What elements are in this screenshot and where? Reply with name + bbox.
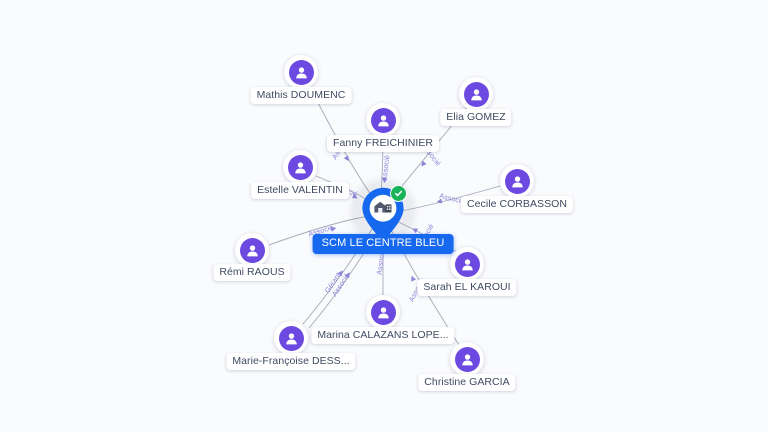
person-node-elia-gomez[interactable]: [459, 77, 493, 111]
person-node-remi-raous[interactable]: [235, 233, 269, 267]
person-node-fanny-freichinier[interactable]: [366, 103, 400, 137]
person-name-label-elia-gomez[interactable]: Elia GOMEZ: [440, 109, 512, 126]
edge-direction-arrow-icon: [338, 151, 357, 167]
person-avatar-icon: [239, 237, 265, 263]
person-node-mathis-doumenc[interactable]: [284, 55, 318, 89]
edge-relation-label: Associé: [379, 154, 392, 182]
person-avatar-icon: [288, 59, 314, 85]
company-name-label[interactable]: SCM LE CENTRE BLEU: [312, 234, 454, 254]
person-name-label-fanny-freichinier[interactable]: Fanny FREICHINIER: [326, 135, 440, 152]
edge-relation-label: Gérant: [322, 270, 343, 295]
person-avatar-icon: [454, 251, 480, 277]
edge-direction-arrow-icon: [414, 157, 432, 174]
person-avatar-icon: [454, 346, 480, 372]
person-avatar-icon: [287, 154, 313, 180]
edge-direction-arrow-icon: [331, 264, 350, 280]
person-avatar-icon: [370, 107, 396, 133]
person-avatar-icon: [463, 81, 489, 107]
person-name-label-marie-francoise-dess[interactable]: Marie-Françoise DESS...: [226, 353, 356, 370]
person-avatar-icon: [370, 299, 396, 325]
person-node-marie-francoise-dess[interactable]: [274, 321, 308, 355]
person-node-sarah-el-karoui[interactable]: [450, 247, 484, 281]
edge-direction-arrow-icon: [338, 266, 357, 281]
person-name-label-cecile-corbasson[interactable]: Cecile CORBASSON: [461, 196, 573, 213]
edge-relation-label: Associé: [329, 271, 352, 299]
person-name-label-christine-garcia[interactable]: Christine GARCIA: [418, 374, 516, 391]
person-node-estelle-valentin[interactable]: [283, 150, 317, 184]
person-avatar-icon: [504, 168, 530, 194]
person-node-christine-garcia[interactable]: [450, 342, 484, 376]
person-node-cecile-corbasson[interactable]: [500, 164, 534, 198]
edge-direction-arrow-icon: [434, 192, 445, 211]
person-name-label-marina-calazans-lopez[interactable]: Marina CALAZANS LOPE...: [311, 327, 455, 344]
person-name-label-sarah-el-karoui[interactable]: Sarah EL KAROUI: [417, 279, 517, 296]
person-node-marina-calazans-lopez[interactable]: [366, 295, 400, 329]
person-name-label-estelle-valentin[interactable]: Estelle VALENTIN: [251, 182, 349, 199]
person-name-label-remi-raous[interactable]: Rémi RAOUS: [213, 264, 291, 281]
person-avatar-icon: [278, 325, 304, 351]
verified-check-icon: [390, 185, 407, 202]
company-building-icon: [374, 201, 392, 213]
person-name-label-mathis-doumenc[interactable]: Mathis DOUMENC: [250, 87, 352, 104]
